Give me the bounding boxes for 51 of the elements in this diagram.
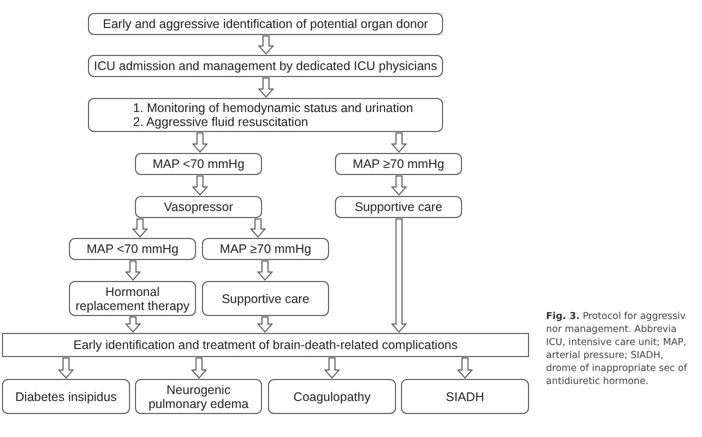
box-text: MAP ≥70 mmHg <box>352 157 444 171</box>
hollow-arrow <box>390 176 408 196</box>
process-box <box>202 238 329 260</box>
box-text: MAP <70 mmHg <box>86 242 178 256</box>
process-box <box>135 379 262 414</box>
figure-caption: Fig. 3. Protocol for aggressiv nor management. Abbrevia ICU, intensive care unit; MAP, arterial pressure; SIADH, drome of inappropriate sec of antidiuretic hormone. <box>546 310 688 388</box>
hollow-arrow <box>390 218 408 333</box>
process-box <box>401 379 529 414</box>
box-text: 2. Aggressive fluid resuscitation <box>133 115 308 129</box>
hollow-arrow <box>258 78 274 98</box>
box-text: Hormonal replacement therapy <box>74 284 190 312</box>
hollow-arrow <box>192 176 208 196</box>
process-box <box>88 55 443 77</box>
process-box <box>135 196 262 218</box>
hollow-arrow <box>192 132 208 153</box>
hollow-arrow <box>390 132 408 153</box>
box-text: Coagulopathy <box>293 390 371 404</box>
process-box <box>268 379 396 414</box>
process-box <box>335 196 462 218</box>
hollow-arrow <box>256 316 274 333</box>
process-box <box>335 153 462 175</box>
process-box <box>135 153 262 175</box>
box-text: Neurogenic pulmonary edema <box>147 382 250 410</box>
process-box <box>2 379 130 414</box>
box-text: SIADH <box>446 390 484 404</box>
hollow-arrow <box>456 358 474 379</box>
hollow-arrow <box>250 218 266 238</box>
hollow-arrow <box>324 358 340 379</box>
process-box <box>69 281 196 316</box>
hollow-arrow <box>124 260 142 281</box>
process-box <box>202 281 329 316</box>
box-text: Early and aggressive identification of potential organ donor <box>102 17 428 31</box>
box-text: Vasopressor <box>164 200 234 214</box>
process-box <box>2 333 529 357</box>
hollow-arrow <box>132 218 148 238</box>
process-box <box>88 98 443 132</box>
hollow-arrow <box>258 36 274 55</box>
hollow-arrow <box>190 358 208 379</box>
process-box <box>88 13 443 35</box>
box-text: MAP <70 mmHg <box>152 157 244 171</box>
process-box <box>69 238 196 260</box>
box-text: MAP ≥70 mmHg <box>220 242 312 256</box>
box-text: Supportive care <box>222 292 310 306</box>
box-text: Early identification and treatment of brain-death-related complications <box>73 338 458 352</box>
hollow-arrow <box>256 260 274 281</box>
box-text: Supportive care <box>354 200 442 214</box>
hollow-arrow <box>58 358 74 379</box>
box-text: 1. Monitoring of hemodynamic status and urination <box>133 101 414 115</box>
box-text: Diabetes insipidus <box>15 390 117 404</box>
hollow-arrow <box>124 316 142 333</box>
box-text: ICU admission and management by dedicated ICU physicians <box>94 59 438 73</box>
